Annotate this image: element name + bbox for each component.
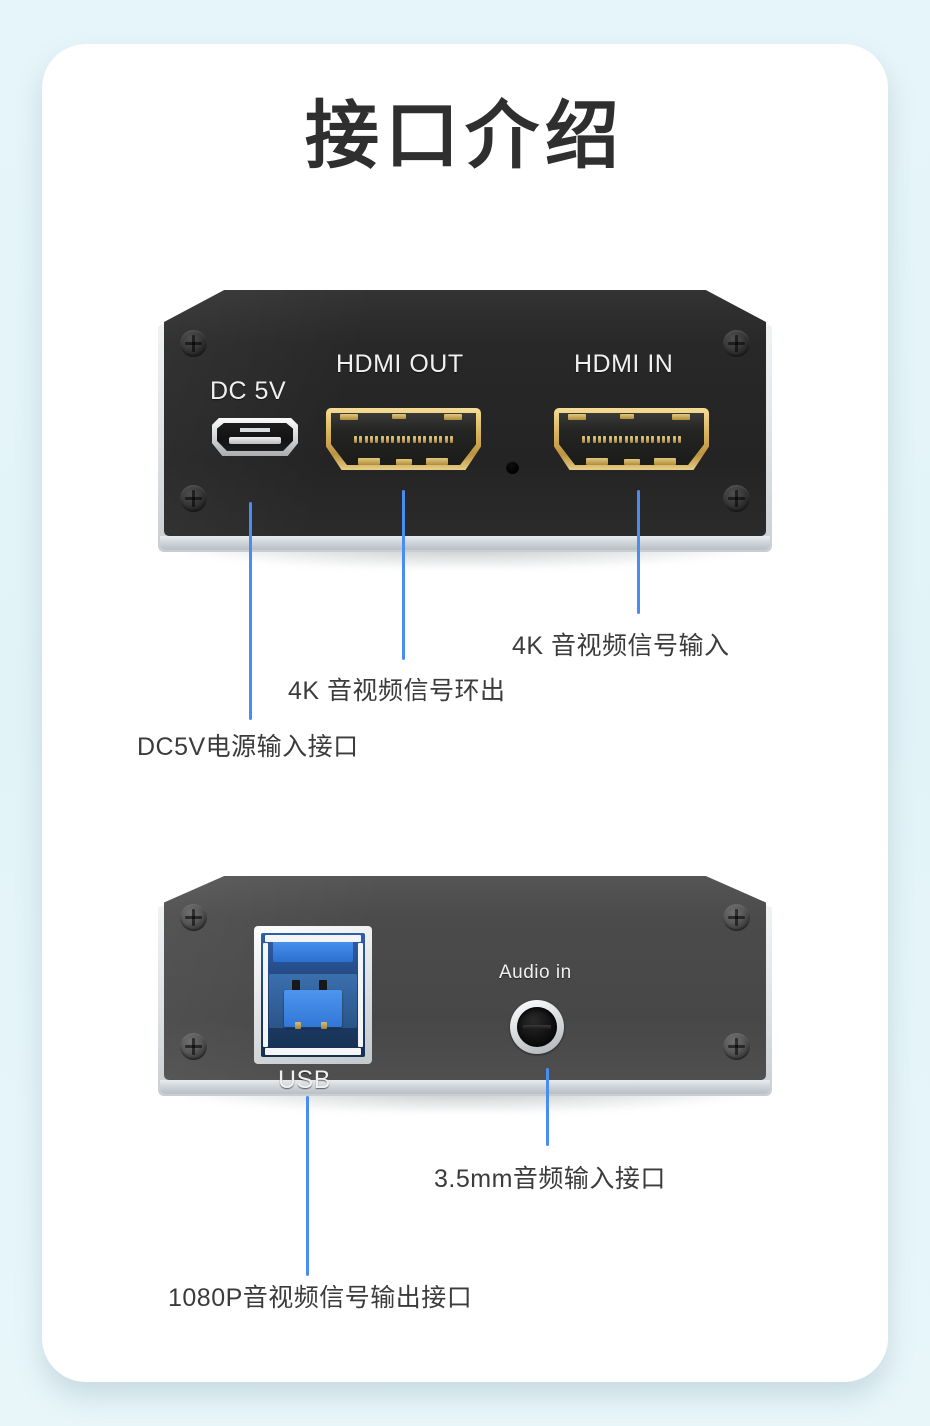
audio-jack-hole [517, 1007, 557, 1047]
page-title: 接口介绍 [305, 93, 625, 179]
usb-b-rail [265, 935, 361, 942]
port-dc5v[interactable] [212, 418, 298, 456]
callout-audio-in: 3.5mm音频输入接口 [434, 1165, 666, 1193]
screw-top-right [723, 904, 750, 931]
hdmi-tab [672, 414, 690, 420]
port-label-usb: USB [278, 1066, 331, 1094]
screw-bottom-left [180, 485, 207, 512]
usb-b-rail [263, 942, 269, 1048]
device-base-top [160, 536, 770, 550]
hdmi-pins [353, 435, 454, 443]
screw-top-right [723, 330, 750, 357]
micro-usb-tongue [229, 437, 281, 444]
micro-usb-cavity [217, 423, 293, 451]
callout-hdmi-out: 4K 音视频信号环出 [288, 677, 506, 705]
micro-usb-top-rail [239, 428, 271, 432]
device-rear-panel: USB Audio in [158, 876, 772, 1112]
usb-b-notch [273, 940, 353, 962]
hdmi-tab [568, 414, 586, 420]
hdmi-pins [581, 435, 682, 443]
usb-b-contact-dark [319, 980, 328, 992]
audio-jack-slot [523, 1025, 551, 1029]
screw-top-left [180, 904, 207, 931]
hdmi-tab [340, 414, 358, 420]
device-base-bottom [160, 1080, 770, 1094]
port-usb[interactable] [254, 926, 372, 1064]
hdmi-tab [358, 458, 380, 465]
screw-top-left [180, 330, 207, 357]
usb-b-contact-gold [321, 1022, 328, 1030]
callout-line-audio-in [546, 1068, 549, 1146]
callout-usb: 1080P音视频信号输出接口 [168, 1284, 473, 1312]
usb-b-rail [265, 1048, 361, 1055]
callout-line-dc5v [249, 502, 252, 720]
device-front-panel: DC 5V HDMI OUT HDMI IN [158, 290, 772, 568]
hdmi-tab [586, 458, 608, 465]
screw-bottom-right [723, 485, 750, 512]
hdmi-tab [444, 414, 462, 420]
usb-b-rail [357, 942, 363, 1048]
content-card [42, 44, 888, 1382]
usb-b-contact-dark [292, 980, 301, 992]
hdmi-tab [396, 459, 412, 465]
port-label-audio-in: Audio in [499, 962, 572, 983]
usb-b-cavity [261, 933, 365, 1057]
hdmi-tab [654, 458, 676, 465]
hdmi-tab [620, 414, 634, 419]
callout-line-usb [306, 1096, 309, 1276]
screw-bottom-left [180, 1033, 207, 1060]
led-pinhole-icon [506, 461, 519, 474]
port-audio-in[interactable] [510, 1000, 564, 1054]
callout-hdmi-in: 4K 音视频信号输入 [512, 632, 730, 660]
port-label-dc5v: DC 5V [210, 377, 287, 405]
callout-line-hdmi-in [637, 490, 640, 614]
port-label-hdmi-in: HDMI IN [574, 350, 674, 378]
usb-b-contact-gold [295, 1022, 302, 1030]
port-hdmi-out[interactable] [326, 408, 481, 470]
screw-bottom-right [723, 1033, 750, 1060]
callout-line-hdmi-out [402, 490, 405, 660]
port-label-hdmi-out: HDMI OUT [336, 350, 464, 378]
hdmi-tab [624, 459, 640, 465]
port-hdmi-in[interactable] [554, 408, 709, 470]
usb-b-tongue [283, 990, 343, 1028]
callout-dc5v: DC5V电源输入接口 [137, 733, 359, 761]
hdmi-tab [426, 458, 448, 465]
hdmi-tab [392, 414, 406, 419]
